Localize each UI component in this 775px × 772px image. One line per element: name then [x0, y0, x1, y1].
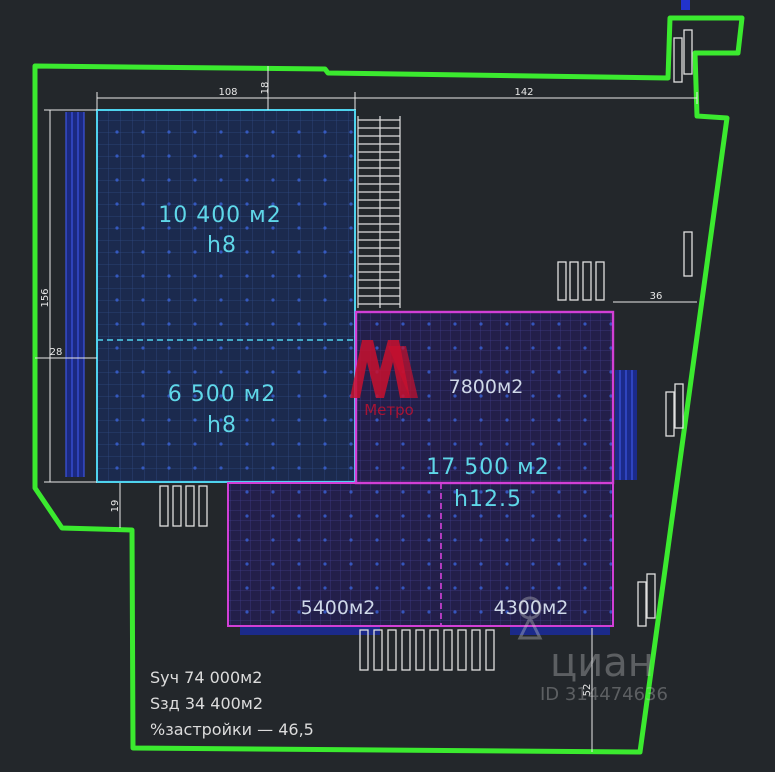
site-boundary	[32, 15, 745, 755]
site-area-stat: Sуч 74 000м2	[150, 668, 262, 687]
metro-logo-text: Метро	[364, 401, 414, 419]
west-ramps	[65, 112, 85, 477]
total-height-label: h12.5	[454, 487, 522, 512]
dock-doors-north	[357, 116, 401, 308]
coverage-stat: %застройки — 46,5	[150, 720, 314, 739]
truck-bays	[159, 29, 693, 671]
south-left-area-label: 5400м2	[301, 597, 376, 619]
dim-19: 19	[110, 500, 121, 513]
dim-18: 18	[260, 82, 271, 95]
built-area-stat: Sзд 34 400м2	[150, 694, 263, 713]
cian-watermark-text: циан	[550, 640, 654, 686]
lower-height-label: h8	[207, 413, 237, 438]
dim-142: 142	[514, 87, 533, 98]
east-ramps	[615, 370, 637, 480]
dim-36: 36	[650, 291, 663, 302]
building-left	[96, 109, 356, 483]
south-ramp-left	[240, 627, 380, 635]
dim-156: 156	[40, 288, 51, 307]
upper-area-label: 10 400 м2	[158, 203, 282, 228]
dim-108: 108	[218, 87, 237, 98]
upper-height-label: h8	[207, 233, 237, 258]
building-south	[227, 482, 614, 627]
gate-marker	[681, 0, 690, 10]
dim-28: 28	[50, 347, 63, 358]
total-area-label: 17 500 м2	[426, 455, 550, 480]
lower-area-label: 6 500 м2	[168, 382, 277, 407]
cian-watermark	[517, 596, 543, 640]
metro-logo	[350, 340, 418, 398]
south-ramp-right	[510, 627, 610, 635]
cian-id-text: ID 314474636	[540, 684, 668, 705]
dimension-lines	[35, 66, 698, 752]
south-right-area-label: 4300м2	[494, 597, 569, 619]
east-area-label: 7800м2	[449, 376, 524, 398]
dim-52: 52	[582, 684, 593, 697]
